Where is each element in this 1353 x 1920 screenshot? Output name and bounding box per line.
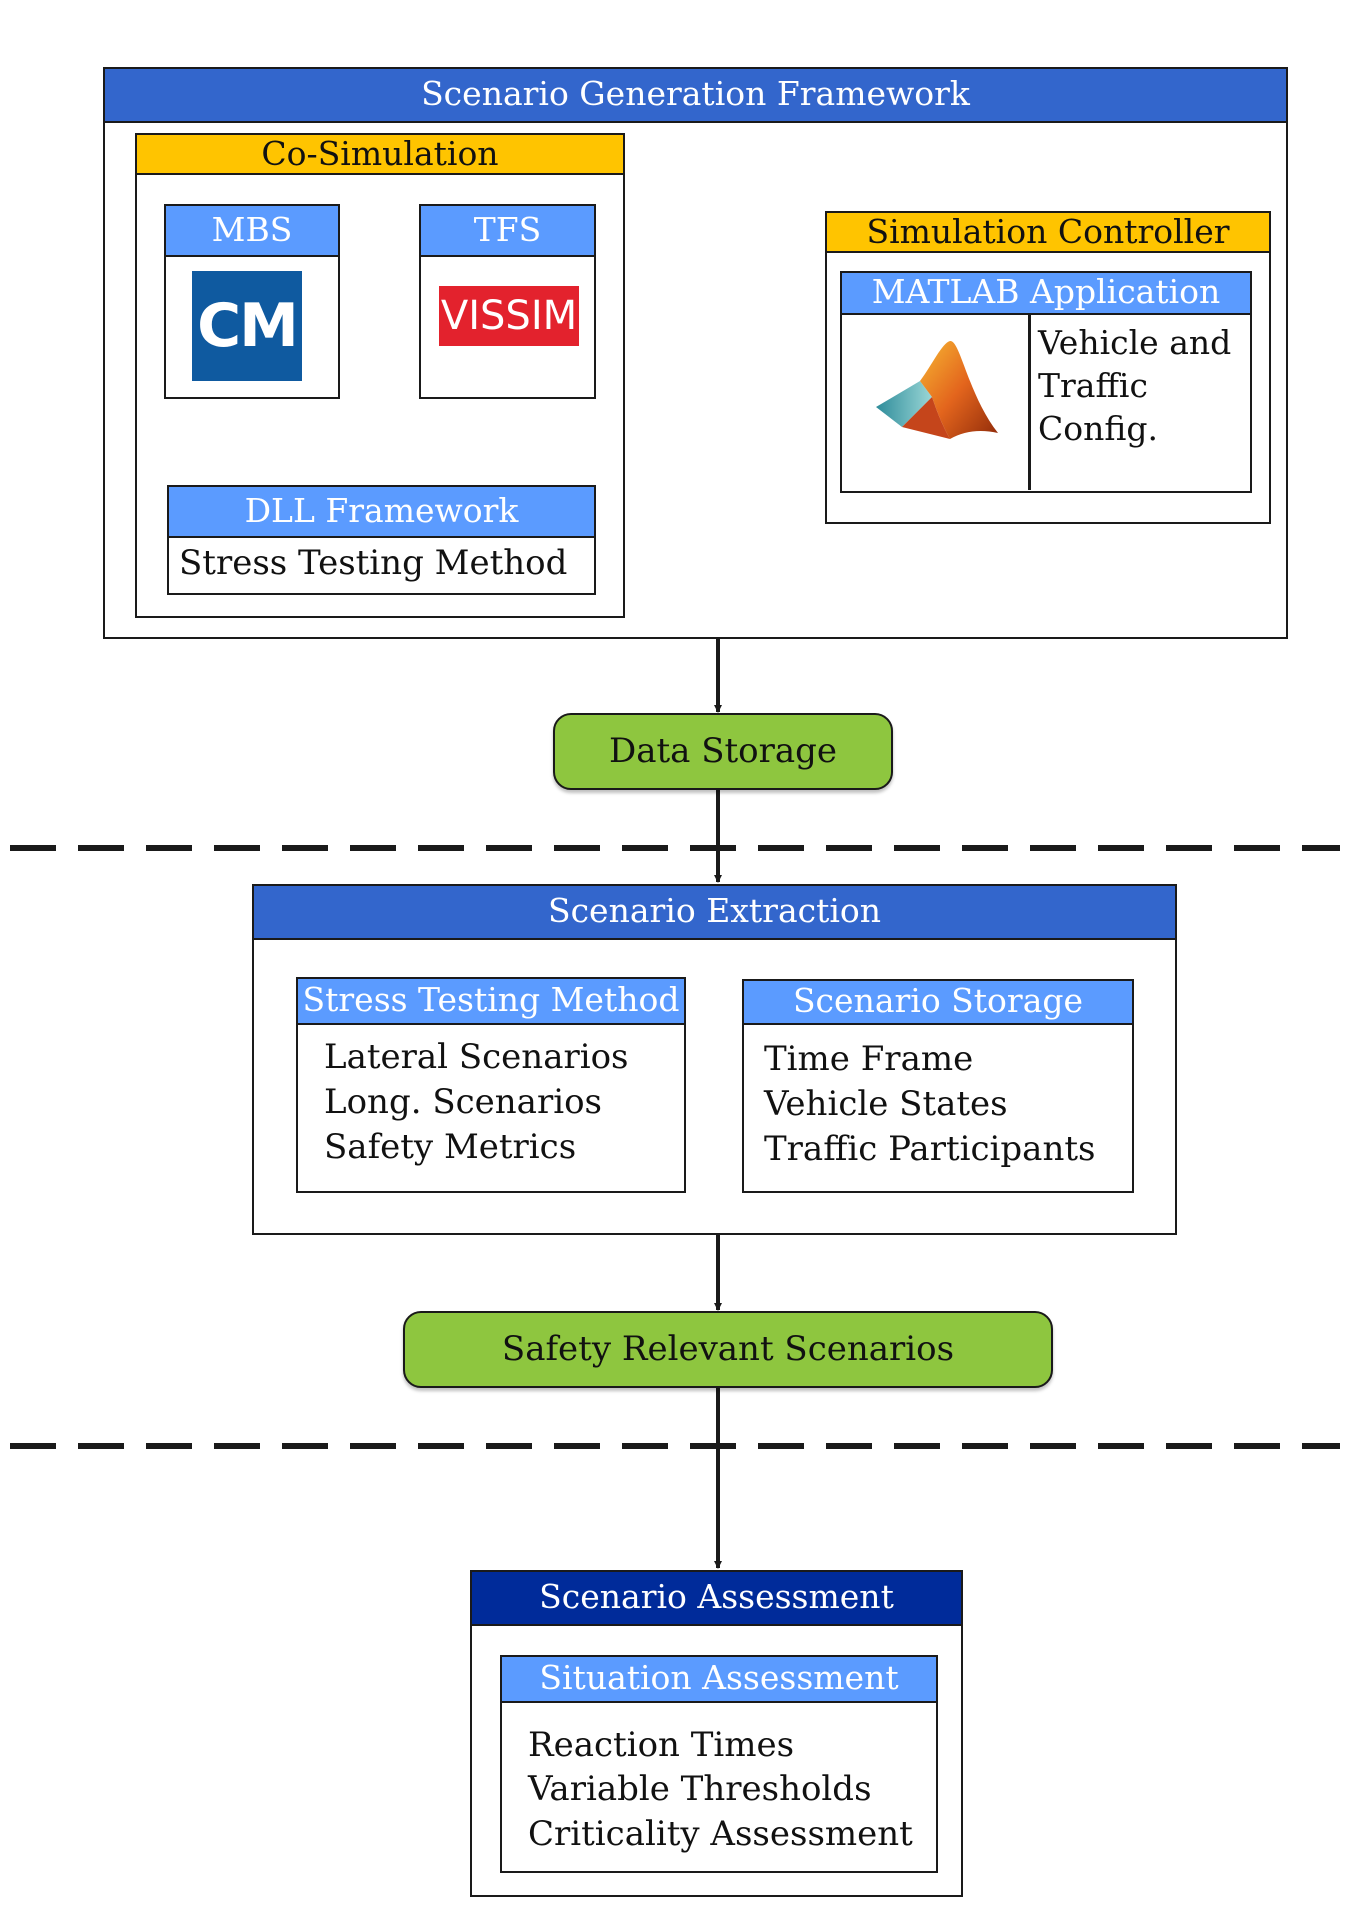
matlab-config-line-1: Vehicle and	[1038, 323, 1232, 362]
scenario-storage-item-2: Vehicle States	[764, 1084, 1008, 1124]
situation-assessment-title: Situation Assessment	[502, 1657, 936, 1703]
stress-testing-method-title: Stress Testing Method	[298, 979, 684, 1025]
situation-item-1: Reaction Times	[528, 1725, 795, 1765]
stress-testing-item-1: Lateral Scenarios	[324, 1037, 629, 1077]
scenario-storage-item-3: Traffic Participants	[764, 1129, 1096, 1169]
dll-framework-box: DLL Framework Stress Testing Method	[167, 485, 596, 595]
stress-testing-item-2: Long. Scenarios	[324, 1082, 602, 1122]
tfs-box: TFS VISSIM	[419, 204, 596, 399]
co-simulation-title: Co-Simulation	[137, 135, 623, 175]
co-simulation-box: Co-Simulation MBS CM TFS VISSIM DLL Fram…	[135, 133, 625, 618]
matlab-config-line-2: Traffic	[1038, 366, 1148, 405]
matlab-divider	[1028, 315, 1031, 490]
situation-item-2: Variable Thresholds	[528, 1769, 872, 1809]
vissim-logo: VISSIM	[439, 286, 579, 346]
scenario-generation-framework: Scenario Generation Framework Co-Simulat…	[103, 67, 1288, 639]
carmaker-logo: CM	[192, 271, 302, 381]
scenario-generation-title: Scenario Generation Framework	[105, 69, 1286, 123]
stress-testing-method-box: Stress Testing Method Lateral Scenarios …	[296, 977, 686, 1193]
dll-framework-title: DLL Framework	[169, 487, 594, 538]
mbs-title: MBS	[166, 206, 338, 257]
scenario-storage-title: Scenario Storage	[744, 981, 1132, 1025]
simulation-controller-title: Simulation Controller	[827, 213, 1269, 253]
matlab-application-box: MATLAB Application	[840, 271, 1252, 493]
situation-item-3: Criticality Assessment	[528, 1814, 913, 1854]
scenario-assessment-box: Scenario Assessment Situation Assessment…	[470, 1570, 963, 1897]
simulation-controller-box: Simulation Controller MATLAB Application	[825, 211, 1271, 524]
scenario-extraction-title: Scenario Extraction	[254, 886, 1175, 940]
dll-framework-body: Stress Testing Method	[179, 543, 568, 583]
situation-assessment-box: Situation Assessment Reaction Times Vari…	[500, 1655, 938, 1873]
stress-testing-item-3: Safety Metrics	[324, 1127, 577, 1167]
scenario-extraction-box: Scenario Extraction Stress Testing Metho…	[252, 884, 1177, 1235]
matlab-application-title: MATLAB Application	[842, 273, 1250, 315]
scenario-storage-item-1: Time Frame	[764, 1039, 974, 1079]
scenario-storage-box: Scenario Storage Time Frame Vehicle Stat…	[742, 979, 1134, 1193]
safety-relevant-scenarios-node: Safety Relevant Scenarios	[403, 1311, 1053, 1388]
matlab-config-line-3: Config.	[1038, 409, 1158, 448]
matlab-logo-icon	[872, 335, 1002, 463]
scenario-assessment-title: Scenario Assessment	[472, 1572, 961, 1626]
tfs-title: TFS	[421, 206, 594, 257]
mbs-box: MBS CM	[164, 204, 340, 399]
data-storage-node: Data Storage	[553, 713, 893, 790]
